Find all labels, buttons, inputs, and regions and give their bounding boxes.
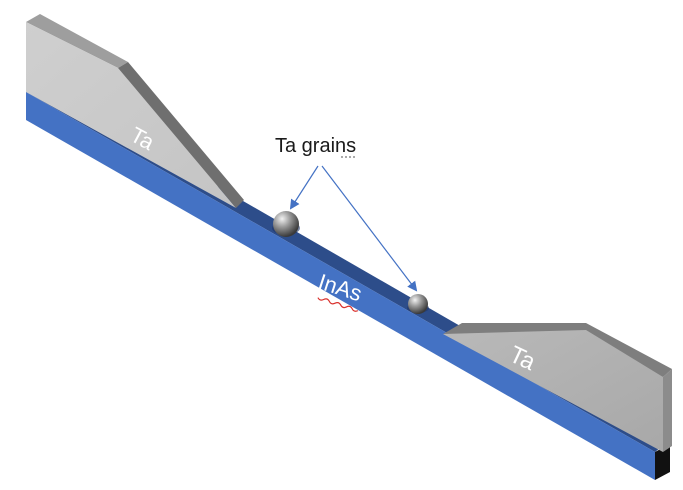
- ta-right-end-face: [663, 369, 672, 452]
- ta-right-front-face: [443, 330, 663, 452]
- sphere-grain-icon: [272, 211, 300, 237]
- arrow-to-grain-2: [321, 165, 418, 292]
- inas-spellcheck-underline: [317, 297, 359, 312]
- inas-front-face: [26, 92, 655, 480]
- ta-left-top-face: [26, 14, 128, 68]
- annotation-label: Ta grains: [275, 135, 356, 157]
- ta-left-front-face: [26, 22, 236, 208]
- inas-end-face: [655, 444, 670, 480]
- ta-left-slope: [118, 62, 244, 208]
- sphere-grain-icon: [407, 294, 429, 314]
- arrow-to-grain-1: [289, 165, 319, 210]
